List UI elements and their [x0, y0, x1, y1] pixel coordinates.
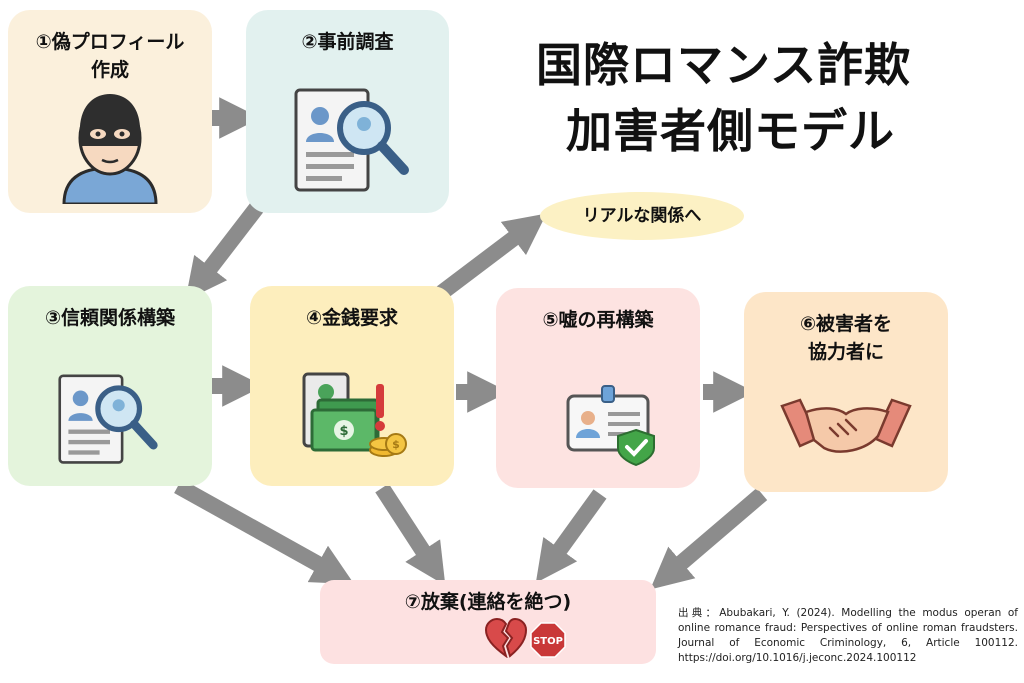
stop-sign-text: STOP	[533, 636, 563, 647]
arrow-4-to-branch	[435, 213, 547, 301]
handshake-icon	[780, 398, 912, 453]
arrow-4-to-7	[375, 483, 446, 586]
profile-magnifier-icon	[294, 88, 409, 192]
stop-sign-icon: STOP	[530, 622, 566, 658]
step-6-label-line2: 協力者に	[807, 341, 884, 363]
arrow-5-to-7	[535, 489, 607, 583]
step-2-label: ②事前調査	[301, 31, 394, 53]
diagram-title: 国際ロマンス詐欺 加害者側モデル	[536, 32, 976, 164]
step-4-money-request-box: ④金銭要求	[250, 286, 454, 486]
step-3-label: ③信頼関係構築	[44, 307, 176, 329]
masked-fraudster-icon	[62, 94, 158, 204]
arrow-2-to-3	[185, 201, 265, 301]
step-6-victim-collaborator-box: ⑥被害者を 協力者に	[744, 292, 948, 492]
step-5-label: ⑤嘘の再構築	[542, 309, 654, 331]
step-7-abandon-box: ⑦放棄(連絡を絶つ)	[320, 580, 656, 664]
real-relationship-branch: リアルな関係へ	[540, 192, 744, 240]
arrow-3-to-7	[174, 479, 355, 585]
source-citation: 出典：Abubakari, Y. (2024). Modelling the m…	[678, 607, 1018, 664]
step-1-label-line1: ①偽プロフィール	[35, 31, 185, 53]
profile-magnifier-icon	[58, 374, 158, 464]
svg-text:$: $	[392, 438, 400, 451]
step-4-label: ④金銭要求	[305, 307, 399, 329]
title-line-1: 国際ロマンス詐欺	[536, 38, 912, 92]
arrow-6-to-7	[650, 487, 768, 590]
title-line-2: 加害者側モデル	[566, 104, 895, 158]
step-5-rebuild-lie-box: ⑤嘘の再構築	[496, 288, 700, 488]
broken-heart-icon	[484, 618, 528, 658]
step-6-label-line1: ⑥被害者を	[799, 313, 893, 335]
step-7-label: ⑦放棄(連絡を絶つ)	[404, 591, 572, 613]
svg-text:$: $	[339, 424, 348, 439]
money-stack-icon: $ $	[302, 372, 407, 457]
step-1-label-line2: 作成	[90, 59, 129, 81]
id-card-shield-icon	[566, 385, 655, 466]
